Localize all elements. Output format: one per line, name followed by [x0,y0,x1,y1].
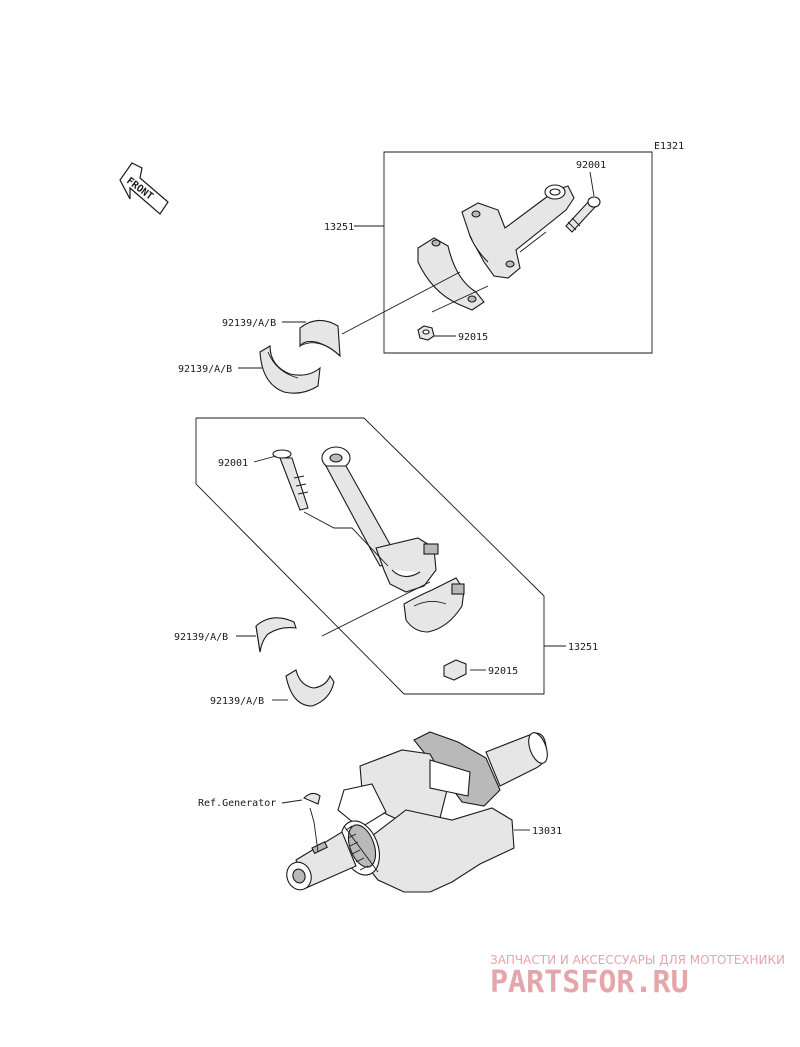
watermark-top-text: ЗАПЧАСТИ И АКСЕССУАРЫ ДЛЯ МОТОТЕХНИКИ [490,953,785,967]
bearing-shell-top-1 [299,319,341,358]
bolt-top [565,196,601,233]
callout-bolt-mid: 92001 [218,458,248,469]
callout-bearing-top-1: 92139/A/B [222,318,276,329]
conrod-top [461,184,575,279]
callout-conrod-top: 13251 [324,222,354,233]
bolt-mid [272,449,309,511]
conrod-cap-mid [403,577,465,633]
middle-group-box [195,417,545,695]
conrod-cap-top [417,237,485,311]
callout-bearing-top-2: 92139/A/B [178,364,232,375]
callout-conrod-mid: 13251 [568,642,598,653]
conrod-mid [321,446,439,593]
callout-ref-generator: Ref.Generator [198,798,276,809]
bearing-shell-mid-1 [255,617,297,653]
top-group-box [383,151,653,354]
crankshaft [286,731,548,893]
bearing-shell-top-2 [259,345,321,394]
callout-nut-mid: 92015 [488,666,518,677]
diagram-code: E1321 [654,141,684,152]
bearing-shell-mid-2 [285,669,335,707]
woodruff-key [303,792,321,805]
watermark-logo-text: PARTSFOR.RU [490,965,689,1000]
callout-bearing-mid-2: 92139/A/B [210,696,264,707]
callout-crankshaft: 13031 [532,826,562,837]
nut-top [417,325,435,341]
callout-bearing-mid-1: 92139/A/B [174,632,228,643]
callout-bolt-top: 92001 [576,160,606,171]
callout-nut-top: 92015 [458,332,488,343]
watermark: ЗАПЧАСТИ И АКСЕССУАРЫ ДЛЯ МОТОТЕХНИКИ PA… [490,953,785,1000]
front-arrow-icon: FRONT [119,162,169,215]
nut-mid [443,659,467,681]
